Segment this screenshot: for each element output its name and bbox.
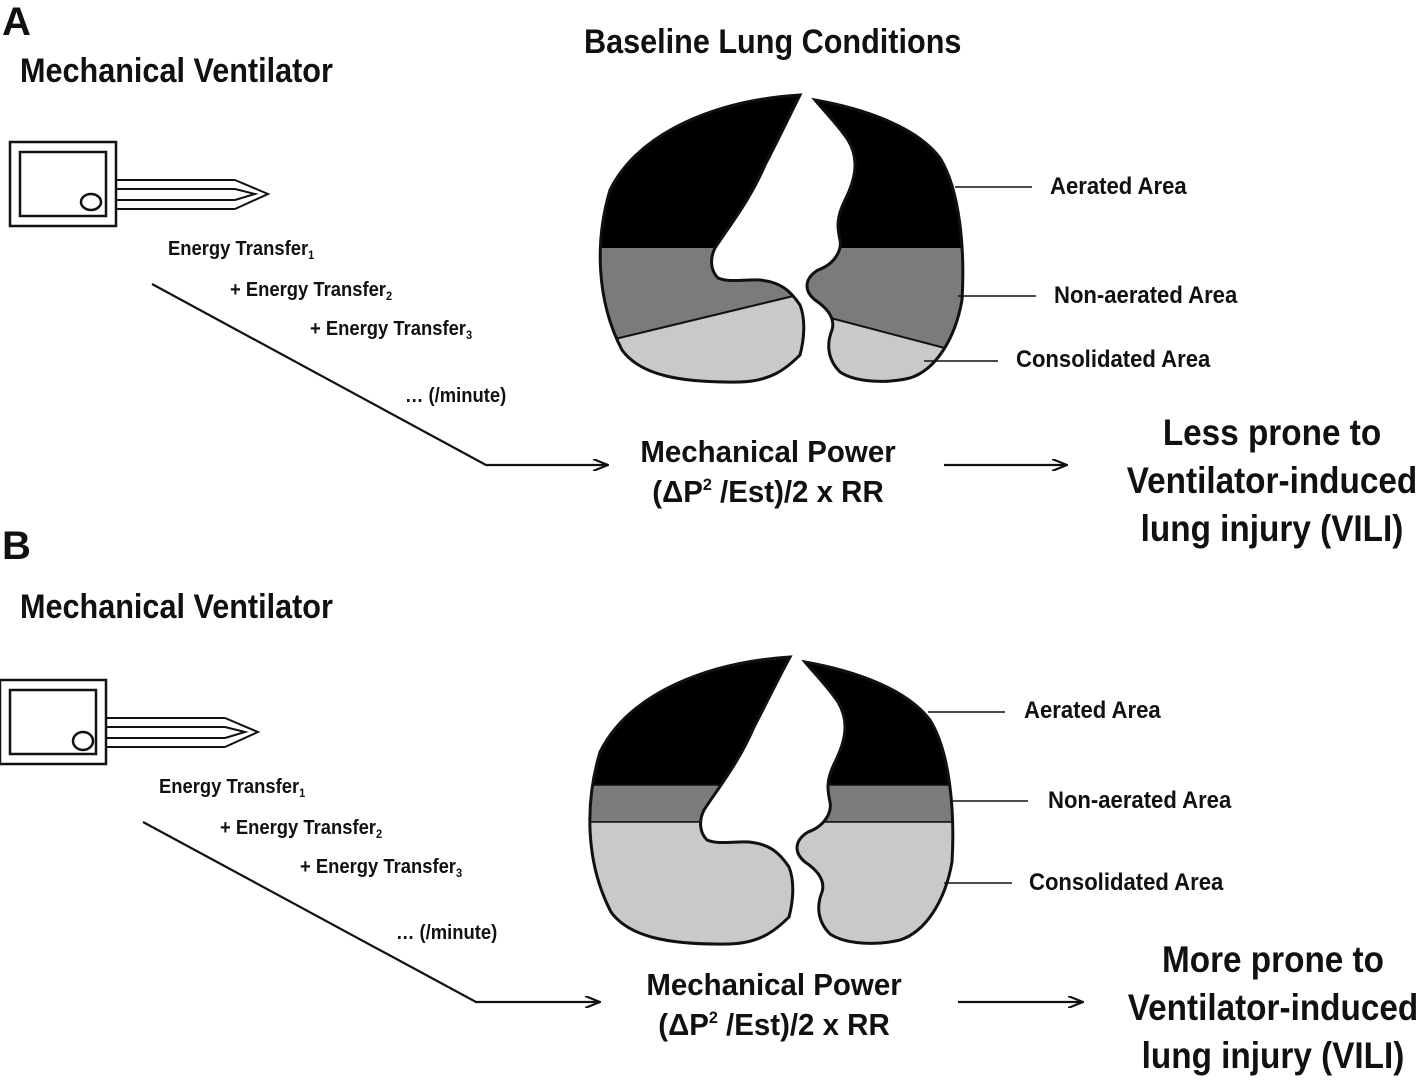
mechanical-power-b: Mechanical Power (ΔP2 /Est)/2 x RR [632,965,917,1044]
panel-label-a: A [2,2,31,42]
energy-transfer-2-a: + Energy Transfer2 [230,280,392,302]
energy-transfer-per-minute-b: … (/minute) [396,923,497,943]
consolidated-area-label-a: Consolidated Area [1016,348,1210,372]
energy-transfer-2-b: + Energy Transfer2 [220,818,382,840]
energy-transfer-per-minute-a: … (/minute) [405,386,506,406]
aerated-area-label-a: Aerated Area [1050,175,1187,199]
energy-transfer-3-a: + Energy Transfer3 [310,319,472,341]
aerated-area-label-b: Aerated Area [1024,699,1161,723]
lung-left-a [590,85,810,400]
flow-arrow-a1 [152,284,608,465]
mechanical-power-title-b: Mechanical Power [632,965,917,1005]
mechanical-power-formula-a: (ΔP2 /Est)/2 x RR [626,472,911,512]
mechanical-power-title-a: Mechanical Power [626,432,911,472]
energy-transfer-3-b: + Energy Transfer3 [300,857,462,879]
ventilator-icon-a [10,142,268,226]
mechanical-power-formula-b: (ΔP2 /Est)/2 x RR [632,1005,917,1045]
non-aerated-area-label-b: Non-aerated Area [1048,789,1231,813]
lung-right-a [800,90,975,400]
lung-title-a: Baseline Lung Conditions [584,25,961,59]
lung-right-b [795,650,965,962]
ventilator-title-a: Mechanical Ventilator [20,54,333,88]
energy-transfer-1-a: Energy Transfer1 [168,239,314,261]
consolidated-area-label-b: Consolidated Area [1029,871,1223,895]
panel-label-b: B [2,526,31,566]
vili-risk-a: Less prone to Ventilator-induced lung in… [1124,409,1418,553]
non-aerated-area-label-a: Non-aerated Area [1054,284,1237,308]
flow-arrow-b1 [143,822,600,1002]
vili-risk-b: More prone to Ventilator-induced lung in… [1125,936,1418,1080]
lung-left-b [580,645,800,962]
mechanical-power-a: Mechanical Power (ΔP2 /Est)/2 x RR [626,432,911,511]
energy-transfer-1-b: Energy Transfer1 [159,777,305,799]
ventilator-icon-b [0,680,258,764]
ventilator-title-b: Mechanical Ventilator [20,590,333,624]
